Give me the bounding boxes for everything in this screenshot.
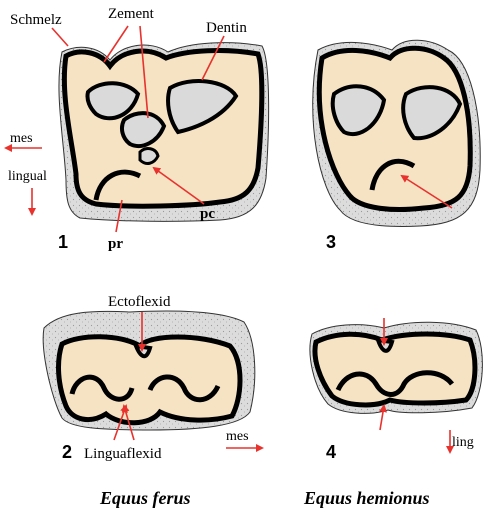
tooth-panel-1 [59,43,269,222]
fossette-1d [140,149,158,164]
arrow-schmelz [52,28,68,46]
panel-number-1: 1 [58,232,68,252]
panel-number-3: 3 [326,232,336,252]
tooth-panel-3 [313,40,481,226]
label-zement: Zement [108,6,155,22]
label-mes-bottom: mes [226,429,249,444]
label-ling-bottom: ling [452,435,474,450]
tooth-panel-4 [310,322,482,413]
label-dentin: Dentin [206,20,247,36]
panel-number-2: 2 [62,442,72,462]
caption-equus-ferus: Equus ferus [99,488,191,508]
panel-number-4: 4 [326,442,336,462]
label-pr: pr [108,236,123,252]
label-mes-top: mes [10,131,33,146]
tooth-panel-2 [43,311,255,430]
label-lingual-top: lingual [8,169,47,184]
label-schmelz: Schmelz [10,12,62,28]
caption-equus-hemionus: Equus hemionus [303,488,430,508]
label-ectoflexid: Ectoflexid [108,294,171,310]
label-pc: pc [200,206,215,222]
label-linguaflexid: Linguaflexid [84,446,162,462]
